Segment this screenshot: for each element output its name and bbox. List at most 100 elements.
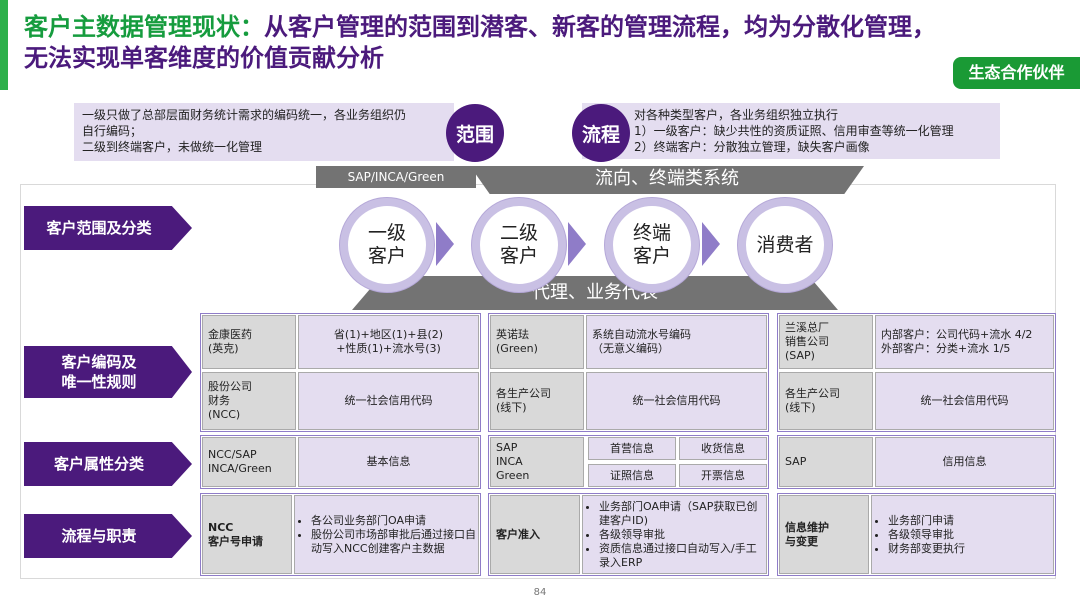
row-label-scope: 客户范围及分类 [24,206,192,250]
agent-band: 代理、业务代表 [352,276,838,310]
attr-system-line: Green [496,469,530,482]
coding-org: 兰溪总厂 销售公司 (SAP) [779,315,873,369]
coding-org-line: (NCC) [208,408,241,421]
process-step: 股份公司市场部审批后通过接口自动写入NCC创建客户主数据 [311,528,478,556]
coding-rule: 统一社会信用代码 [586,372,767,430]
process-title-line: 客户号申请 [208,534,263,548]
coding-rule: 系统自动流水号编码 （无意义编码） [586,315,767,369]
coding-rule-line: +性质(1)+流水号(3) [336,342,441,355]
circle-text: 二级 [499,222,538,244]
circle-text: 消费者 [756,233,814,256]
row-label-coding-line: 唯一性规则 [61,373,137,391]
process-title-line: 信息维护 [785,520,829,534]
flow-system-band: 流向、终端类系统 [470,166,864,194]
coding-rule: 统一社会信用代码 [298,372,479,430]
coding-group-1 [200,313,481,432]
process-step: 业务部门申请 [888,514,965,528]
coding-org: 金康医药 (英克) [202,315,296,369]
arrow-right-icon [436,222,454,266]
process-title-line: 与变更 [785,534,818,548]
attr-value: 收货信息 [679,437,767,460]
coding-org: 股份公司 财务 (NCC) [202,372,296,430]
left-accent-bar [0,0,8,90]
circle-tier2-customer: 二级客户 [472,198,566,292]
circle-text: 客户 [367,245,406,267]
circle-consumer: 消费者 [738,198,832,292]
process-title-line: NCC [208,520,234,534]
page-title: 客户主数据管理现状：从客户管理的范围到潜客、新客的管理流程，均为分散化管理， 无… [24,12,1064,74]
attr-value: 信用信息 [875,437,1054,487]
attr-value: 开票信息 [679,464,767,487]
flow-note-line: 对各种类型客户，各业务组织独立执行 [634,108,839,122]
coding-rule: 统一社会信用代码 [875,372,1054,430]
attr-group-3 [777,435,1056,489]
coding-org: 各生产公司 (线下) [779,372,873,430]
coding-org-line: 兰溪总厂 [785,321,829,334]
coding-rule: 内部客户：公司代码+流水 4/2 外部客户：分类+流水 1/5 [875,315,1054,369]
circle-tier1-customer: 一级客户 [340,198,434,292]
coding-org-line: (SAP) [785,349,815,362]
process-steps: 业务部门申请 各级领导审批 财务部变更执行 [871,495,1054,574]
coding-org-line: (Green) [496,342,538,355]
arrow-right-icon [568,222,586,266]
scope-note-line: 二级到终端客户，未做统一化管理 [82,140,263,154]
attr-system-line: INCA/Green [208,462,272,475]
flow-badge: 流程 [572,104,630,162]
process-group-1 [200,493,481,576]
circle-text: 客户 [632,245,671,267]
row-label-attr: 客户属性分类 [24,442,192,486]
process-step: 各公司业务部门OA申请 [311,514,478,528]
process-step: 资质信息通过接口自动写入/手工录入ERP [599,542,766,570]
row-label-coding-line: 客户编码及 [61,353,137,371]
arrow-right-icon [702,222,720,266]
eco-partner-badge: 生态合作伙伴 [953,57,1080,89]
flow-note-line: 2）终端客户：分散独立管理，缺失客户画像 [634,140,870,154]
coding-rule-line: 外部客户：分类+流水 1/5 [881,342,1011,355]
scope-badge: 范围 [446,104,504,162]
process-steps: 业务部门OA申请（SAP获取已创建客户ID) 各级领导审批 资质信息通过接口自动… [582,495,767,574]
process-title: NCC 客户号申请 [202,495,292,574]
row-label-process: 流程与职责 [24,514,192,558]
process-title: 客户准入 [490,495,580,574]
attr-system-line: INCA [496,455,523,468]
process-group-2 [488,493,769,576]
circle-text: 终端 [632,222,671,244]
coding-rule-line: 省(1)+地区(1)+县(2) [333,328,444,341]
attr-system: NCC/SAP INCA/Green [202,437,296,487]
attr-value: 基本信息 [298,437,479,487]
attr-system-line: SAP [496,441,518,454]
coding-org: 英诺珐 (Green) [490,315,584,369]
circle-terminal-customer: 终端客户 [605,198,699,292]
circle-text: 客户 [499,245,538,267]
process-title: 信息维护 与变更 [779,495,869,574]
flow-note: 对各种类型客户，各业务组织独立执行 1）一级客户：缺少共性的资质证照、信用审查等… [582,103,1000,159]
row-label-coding: 客户编码及 唯一性规则 [24,346,192,398]
attr-value: 证照信息 [588,464,676,487]
coding-org-line: 财务 [208,394,230,407]
process-step: 各级领导审批 [599,528,766,542]
coding-org-line: 各生产公司 [496,387,551,400]
flow-note-line: 1）一级客户：缺少共性的资质证照、信用审查等统一化管理 [634,124,954,138]
page-number: 84 [533,587,547,598]
coding-rule: 省(1)+地区(1)+县(2) +性质(1)+流水号(3) [298,315,479,369]
coding-org-line: 各生产公司 [785,387,840,400]
attr-system: SAP INCA Green [490,437,584,487]
process-step: 各级领导审批 [888,528,965,542]
coding-rule-line: 内部客户：公司代码+流水 4/2 [881,328,1033,341]
attr-group-2 [488,435,769,489]
attr-system: SAP [779,437,873,487]
scope-note-line: 自行编码； [82,124,143,138]
process-steps: 各公司业务部门OA申请 股份公司市场部审批后通过接口自动写入NCC创建客户主数据 [294,495,479,574]
process-step: 财务部变更执行 [888,542,965,556]
scope-note: 一级只做了总部层面财务统计需求的编码统一，各业务组织仍 自行编码； 二级到终端客… [74,103,454,161]
attr-system-line: NCC/SAP [208,448,257,461]
coding-org-line: 股份公司 [208,380,252,393]
attr-value: 首营信息 [588,437,676,460]
process-step: 业务部门OA申请（SAP获取已创建客户ID) [599,500,766,528]
coding-org-line: (英克) [208,342,239,355]
coding-org-line: (线下) [785,401,816,414]
coding-group-3 [777,313,1056,432]
coding-org-line: 金康医药 [208,328,252,341]
sap-system-band: SAP/INCA/Green [316,166,476,188]
coding-rule-line: （无意义编码） [592,342,669,355]
